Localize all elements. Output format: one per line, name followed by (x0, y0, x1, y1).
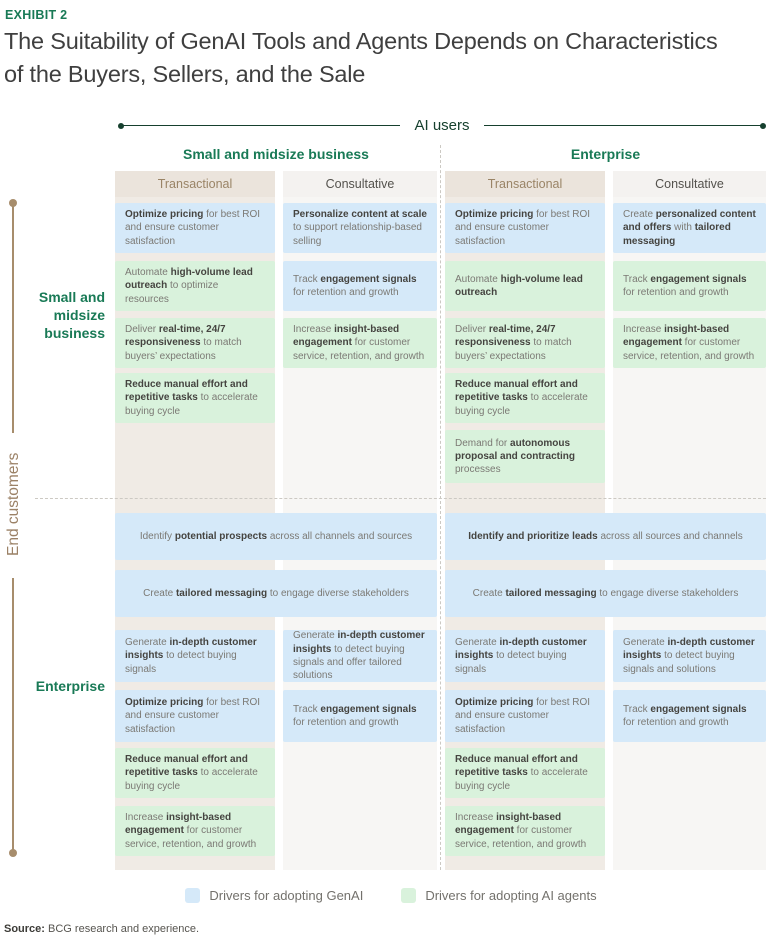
exhibit-number-label: EXHIBIT 2 (5, 8, 68, 22)
row-group-smb: Small and midsize business (38, 289, 105, 342)
matrix-cell-agents: Reduce manual effort and repetitive task… (445, 748, 605, 798)
matrix-cell-agents: Deliver real-time, 24/7 responsiveness t… (115, 318, 275, 368)
column-subheader-consult: Consultative (613, 171, 766, 197)
matrix-cell-genai: Generate in-depth customer insights to d… (115, 630, 275, 682)
matrix-cell-agents: Demand for autonomous proposal and contr… (445, 430, 605, 483)
page-title-line-2: of the Buyers, Sellers, and the Sale (4, 61, 366, 88)
matrix-cell-genai: Track engagement signals for retention a… (283, 261, 437, 311)
axis-dot-left (118, 122, 124, 129)
matrix-cell-genai: Generate in-depth customer insights to d… (283, 630, 437, 682)
matrix-cell-genai: Optimize pricing for best ROI and ensure… (115, 203, 275, 253)
matrix-cell-genai: Optimize pricing for best ROI and ensure… (445, 203, 605, 253)
matrix-cell-genai: Generate in-depth customer insights to d… (613, 630, 766, 682)
matrix-cell-agents: Deliver real-time, 24/7 responsiveness t… (445, 318, 605, 368)
matrix-cell-agents: Increase insight-based engagement for cu… (115, 806, 275, 856)
legend-item-agents: Drivers for adopting AI agents (401, 888, 597, 903)
end-customers-axis-line-bottom (12, 578, 14, 853)
matrix-cell-genai: Create personalized content and offers w… (613, 203, 766, 253)
page-title: The Suitability of GenAI Tools and Agent… (4, 25, 766, 92)
horizontal-dashed-divider (35, 498, 766, 499)
matrix-cell-genai: Create tailored messaging to engage dive… (115, 570, 437, 617)
genai-swatch-icon (185, 888, 201, 903)
matrix-cell-agents: Increase insight-based engagement for cu… (283, 318, 437, 368)
legend-label-agents: Drivers for adopting AI agents (425, 888, 597, 903)
end-customers-label: End customers (5, 452, 22, 556)
legend-item-genai: Drivers for adopting GenAI (185, 888, 363, 903)
matrix-cell-agents: Track engagement signals for retention a… (613, 261, 766, 311)
matrix-cell-genai: Generate in-depth customer insights to d… (445, 630, 605, 682)
matrix-cell-genai: Create tailored messaging to engage dive… (445, 570, 766, 617)
matrix-cell-agents: Automate high-volume lead outreach (445, 261, 605, 311)
matrix-cell-agents: Automate high-volume lead outreach to op… (115, 261, 275, 311)
legend-label-genai: Drivers for adopting GenAI (209, 888, 364, 903)
vertical-dashed-divider (440, 145, 441, 870)
ai-users-label-wrap: AI users (118, 117, 766, 135)
ai-users-label: AI users (400, 117, 484, 135)
column-subheader-consult: Consultative (283, 171, 437, 197)
source-text: BCG research and experience. (44, 923, 200, 935)
matrix-cell-agents: Reduce manual effort and repetitive task… (445, 373, 605, 423)
column-group-enterprise: Enterprise (570, 146, 641, 162)
matrix-cell-agents: Reduce manual effort and repetitive task… (115, 373, 275, 423)
matrix-cell-agents: Reduce manual effort and repetitive task… (115, 748, 275, 798)
matrix-cell-genai: Identify potential prospects across all … (115, 513, 437, 560)
source-prefix: Source: (4, 923, 45, 935)
page-title-line-1: The Suitability of GenAI Tools and Agent… (4, 28, 718, 54)
end-customers-axis-dot-bottom (9, 849, 17, 857)
end-customers-axis-line-top (12, 203, 14, 433)
matrix-cell-agents: Increase insight-based engagement for cu… (445, 806, 605, 856)
matrix-cell-genai: Track engagement signals for retention a… (283, 690, 437, 742)
matrix-cell-agents: Increase insight-based engagement for cu… (613, 318, 766, 368)
end-customers-axis-dot-top (9, 199, 17, 207)
ai-users-axis: AI users (118, 117, 766, 135)
column-group-smb: Small and midsize business (183, 146, 369, 162)
axis-dot-right (760, 122, 766, 129)
source-line: Source: BCG research and experience. (4, 923, 199, 935)
column-subheader-trans: Transactional (445, 171, 605, 197)
matrix-cell-genai: Personalize content at scale to support … (283, 203, 437, 253)
row-group-enterprise: Enterprise (35, 678, 105, 694)
matrix-cell-genai: Identify and prioritize leads across all… (445, 513, 766, 560)
matrix-cell-genai: Track engagement signals for retention a… (613, 690, 766, 742)
agents-swatch-icon (401, 888, 417, 903)
matrix-cell-genai: Optimize pricing for best ROI and ensure… (445, 690, 605, 742)
legend: Drivers for adopting GenAI Drivers for a… (0, 888, 768, 903)
column-subheader-trans: Transactional (115, 171, 275, 197)
matrix-cell-genai: Optimize pricing for best ROI and ensure… (115, 690, 275, 742)
